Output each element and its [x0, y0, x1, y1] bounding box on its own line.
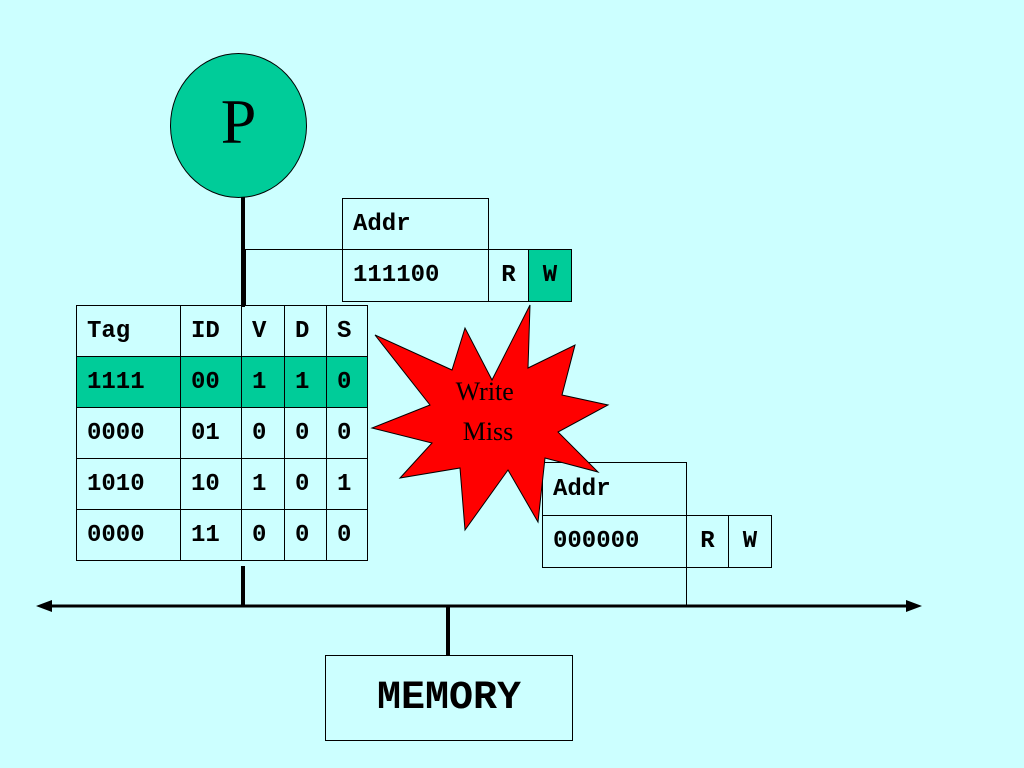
cell-id: 11: [180, 509, 242, 561]
cell-d: 0: [284, 407, 327, 459]
cell-tag: 0000: [76, 509, 181, 561]
top-write-flag: W: [528, 249, 572, 302]
cell-v: 1: [241, 458, 285, 510]
bottom-address-value: 000000: [542, 515, 687, 568]
bus-arrow-left: [36, 600, 52, 612]
system-bus: [36, 600, 922, 612]
cell-id: 01: [180, 407, 242, 459]
request-connector-h: [245, 249, 343, 250]
cell-s: 0: [326, 509, 368, 561]
cache-row: 0000 01 0 0 0: [76, 407, 368, 459]
bottom-write-flag: W: [728, 515, 772, 568]
cell-v: 0: [241, 509, 285, 561]
header-v: V: [241, 305, 285, 357]
bottom-request-connector: [686, 568, 687, 605]
header-d: D: [284, 305, 327, 357]
cache-row: 1010 10 1 0 1: [76, 458, 368, 510]
cell-v: 1: [241, 356, 285, 408]
burst-text: Write Miss: [456, 377, 521, 446]
bottom-addr-label-text: Addr: [553, 475, 611, 503]
header-tag: Tag: [76, 305, 181, 357]
cache-to-bus-stem: [241, 566, 245, 606]
bottom-addr-label: Addr: [542, 462, 687, 516]
cache-header-row: Tag ID V D S: [76, 305, 368, 357]
processor-label: P: [220, 85, 257, 157]
memory-box: MEMORY: [325, 655, 573, 741]
write-miss-burst: Write Miss: [370, 304, 610, 532]
processor-stem: [241, 197, 245, 307]
burst-shape: [370, 304, 610, 532]
cell-tag: 0000: [76, 407, 181, 459]
cell-d: 1: [284, 356, 327, 408]
bottom-address-text: 000000: [553, 528, 640, 555]
processor-node: P: [170, 53, 307, 198]
request-connector-v: [245, 249, 246, 305]
memory-label: MEMORY: [376, 675, 522, 721]
header-s: S: [326, 305, 368, 357]
top-write-flag-text: W: [542, 262, 558, 289]
bottom-read-flag-text: R: [700, 528, 715, 555]
bus-arrow-right: [906, 600, 922, 612]
top-address-text: 111100: [353, 262, 440, 289]
cell-tag: 1111: [76, 356, 181, 408]
top-address-value: 111100: [342, 249, 489, 302]
top-addr-label-text: Addr: [353, 210, 411, 238]
cell-s: 0: [326, 356, 368, 408]
cache-table: Tag ID V D S 1111 00 1 1 0 0000 01 0 0 0…: [76, 305, 368, 561]
top-read-flag-text: R: [501, 262, 516, 289]
cache-row: 0000 11 0 0 0: [76, 509, 368, 561]
cell-v: 0: [241, 407, 285, 459]
cell-id: 00: [180, 356, 242, 408]
memory-stem: [446, 606, 450, 656]
top-read-flag: R: [488, 249, 529, 302]
cell-d: 0: [284, 458, 327, 510]
bottom-write-flag-text: W: [742, 528, 758, 555]
burst-text-line2: Miss: [463, 417, 514, 446]
cell-s: 1: [326, 458, 368, 510]
cache-row: 1111 00 1 1 0: [76, 356, 368, 408]
cell-d: 0: [284, 509, 327, 561]
top-addr-label: Addr: [342, 198, 489, 250]
cell-s: 0: [326, 407, 368, 459]
bottom-read-flag: R: [686, 515, 729, 568]
cell-id: 10: [180, 458, 242, 510]
header-id: ID: [180, 305, 242, 357]
burst-text-line1: Write: [456, 377, 514, 406]
cell-tag: 1010: [76, 458, 181, 510]
